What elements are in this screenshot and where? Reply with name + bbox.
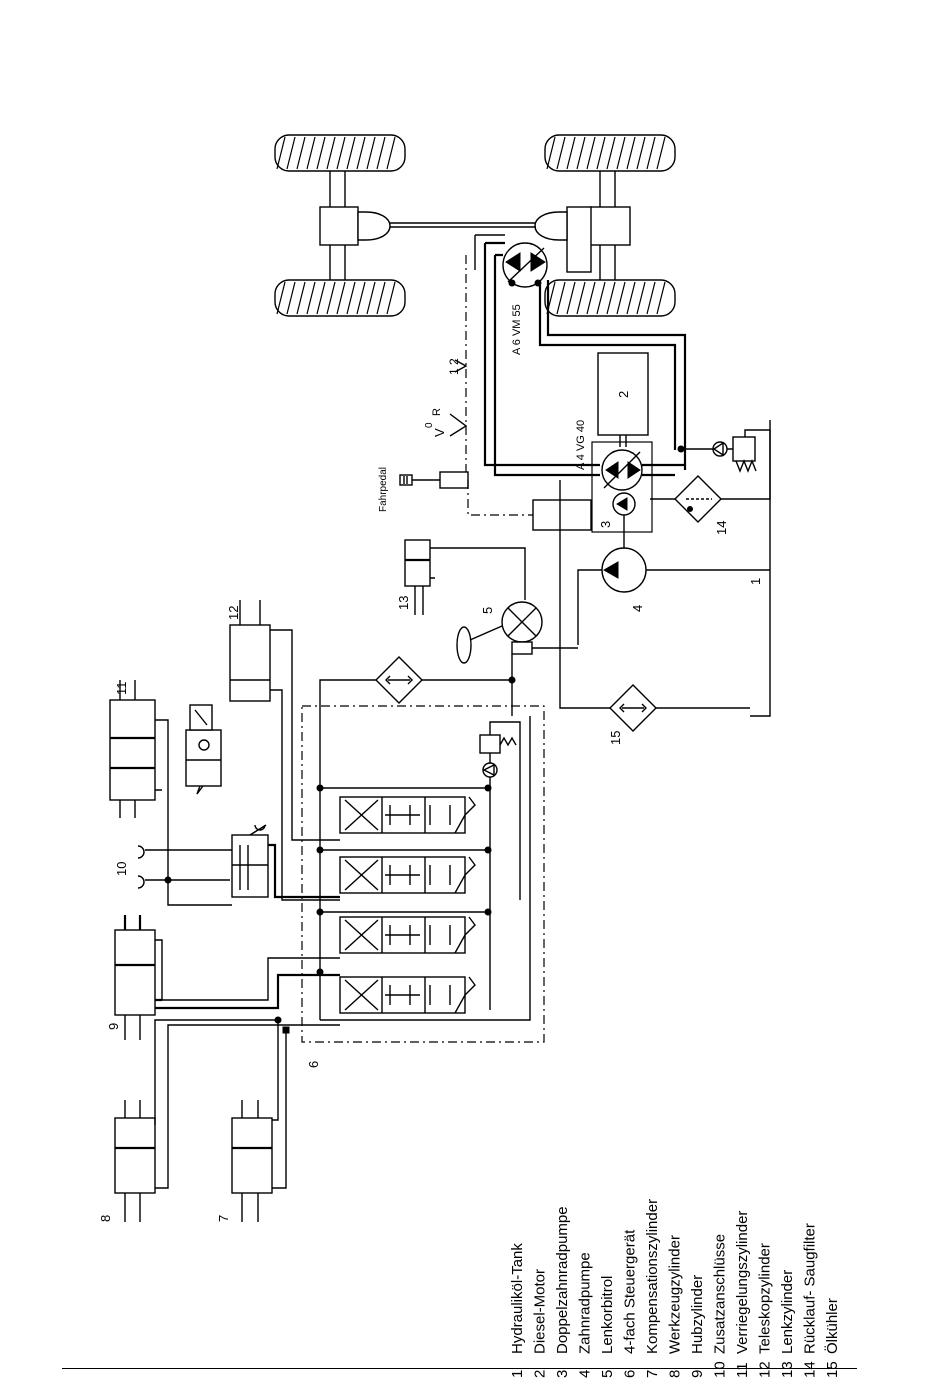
legend-item: 2 Diesel-Motor [532, 1269, 549, 1378]
legend-item: 11 Verriegelungszylinder [734, 1211, 751, 1378]
label-pump: A 4 VG 40 [575, 420, 587, 470]
label-pedal: Fahrpedal [378, 467, 389, 512]
legend-item: 8 Werkzeugzylinder [667, 1235, 684, 1378]
label-n5: 5 [480, 607, 495, 614]
pressure-filter [319, 656, 512, 1020]
label-n12: 12 [226, 606, 241, 620]
steering-cylinder: 13 [396, 539, 526, 615]
legend-num: 2 [532, 1370, 549, 1378]
legend-num: 10 [712, 1361, 729, 1378]
label-v: V [432, 428, 447, 437]
oil-cooler: 15 [559, 480, 750, 745]
footer-rule [62, 1368, 857, 1369]
legend-text: Kompensationszylinder [644, 1199, 661, 1354]
legend-num: 3 [554, 1370, 571, 1378]
legend-num: 12 [757, 1361, 774, 1378]
auxiliary-couplings: 10 [114, 824, 340, 906]
tool-cylinder: 8 [98, 1016, 340, 1222]
legend-text: Zahnradpumpe [577, 1252, 594, 1354]
locking-cylinder: 11 [109, 680, 230, 881]
label-n8: 8 [98, 1215, 113, 1222]
label-n14: 14 [714, 521, 729, 535]
telescopic-cylinder: 12 [226, 600, 340, 901]
label-n11: 11 [114, 682, 129, 696]
legend-num: 13 [779, 1361, 796, 1378]
legend-text: 4-fach Steuergerät [622, 1229, 639, 1354]
legend-item: 3 Doppelzahnradpumpe [554, 1206, 571, 1378]
tyre-bottom-right [544, 279, 676, 317]
legend-num: 14 [802, 1361, 819, 1378]
legend-item: 6 4-fach Steuergerät [622, 1229, 639, 1378]
legend-text: Hydrauliköl-Tank [509, 1243, 526, 1354]
label-v-r: R [431, 408, 443, 416]
control-valve-block: 6 [301, 705, 545, 1068]
label-motor: A 6 VM 55 [511, 304, 523, 355]
tyre-top-right [544, 134, 676, 172]
legend-num: 8 [667, 1370, 684, 1378]
label-n15: 15 [608, 731, 623, 745]
legend-num: 4 [577, 1370, 594, 1378]
tyre-top-left [274, 134, 406, 172]
legend: 1 Hydrauliköl-Tank 2 Diesel-Motor 3 Dopp… [509, 1199, 841, 1378]
gear-pump: 4 1 [577, 515, 770, 645]
legend-item: 10 Zusatzanschlüsse [712, 1234, 729, 1378]
label-n1: 1 [748, 578, 763, 585]
legend-item: 1 Hydrauliköl-Tank [509, 1243, 526, 1378]
steering-unit: 5 [456, 601, 578, 716]
legend-item: 15 Ölkühler [823, 1298, 841, 1378]
legend-text: Ölkühler [823, 1298, 841, 1354]
label-n13: 13 [396, 596, 411, 610]
valve-section-3 [316, 908, 492, 954]
solenoid-valve [185, 704, 222, 795]
speed-symbols: 1 2 V 0 R [424, 358, 468, 437]
legend-text: Teleskopzylinder [757, 1243, 774, 1354]
legend-item: 5 Lenkorbitrol [599, 1276, 616, 1378]
diesel-engine: 2 [597, 352, 649, 447]
tank [750, 420, 771, 717]
label-n9: 9 [106, 1023, 121, 1030]
legend-text: Verriegelungszylinder [734, 1211, 751, 1354]
legend-text: Diesel-Motor [532, 1269, 549, 1354]
legend-item: 13 Lenkzylinder [779, 1270, 796, 1378]
legend-text: Rücklauf- Saugfilter [802, 1223, 819, 1354]
legend-num: 9 [689, 1370, 706, 1378]
hydraulic-motor: A 6 VM 55 [474, 234, 687, 470]
variable-pump: A 4 VG 40 3 [483, 385, 685, 533]
drive-pedal: Fahrpedal [378, 255, 533, 516]
legend-item: 14 Rücklauf- Saugfilter [802, 1223, 819, 1378]
legend-text: Zusatzanschlüsse [712, 1234, 729, 1354]
legend-item: 9 Hubzylinder [689, 1275, 706, 1378]
legend-item: 12 Teleskopzylinder [757, 1243, 774, 1378]
legend-num: 15 [824, 1361, 841, 1378]
label-n10: 10 [114, 862, 129, 876]
legend-num: 7 [644, 1370, 661, 1378]
label-n4: 4 [630, 605, 645, 612]
legend-num: 6 [622, 1370, 639, 1378]
valve-section-4 [316, 968, 476, 1014]
tyre-bottom-left [274, 279, 406, 317]
legend-item: 4 Zahnradpumpe [577, 1252, 594, 1378]
legend-text: Hubzylinder [689, 1275, 706, 1354]
label-n3: 3 [598, 521, 613, 528]
compensation-cylinder: 7 [216, 1020, 290, 1222]
valve-section-2 [316, 846, 492, 894]
label-v-sup: 0 [424, 422, 435, 428]
legend-num: 1 [509, 1370, 526, 1378]
drivetrain [274, 134, 676, 317]
legend-num: 11 [734, 1362, 751, 1378]
label-n2: 2 [616, 391, 631, 398]
label-n7: 7 [216, 1215, 231, 1222]
legend-item: 7 Kompensationszylinder [644, 1199, 661, 1378]
label-speed12: 1 2 [447, 358, 461, 375]
legend-text: Lenkorbitrol [599, 1276, 616, 1354]
valve-section-1 [316, 784, 492, 834]
lift-cylinder: 9 [106, 915, 340, 1040]
legend-num: 5 [599, 1370, 616, 1378]
return-filter: 14 [650, 475, 770, 535]
legend-text: Doppelzahnradpumpe [554, 1206, 571, 1354]
legend-text: Lenkzylinder [779, 1270, 796, 1354]
label-n6: 6 [306, 1061, 321, 1068]
legend-text: Werkzeugzylinder [667, 1235, 684, 1354]
